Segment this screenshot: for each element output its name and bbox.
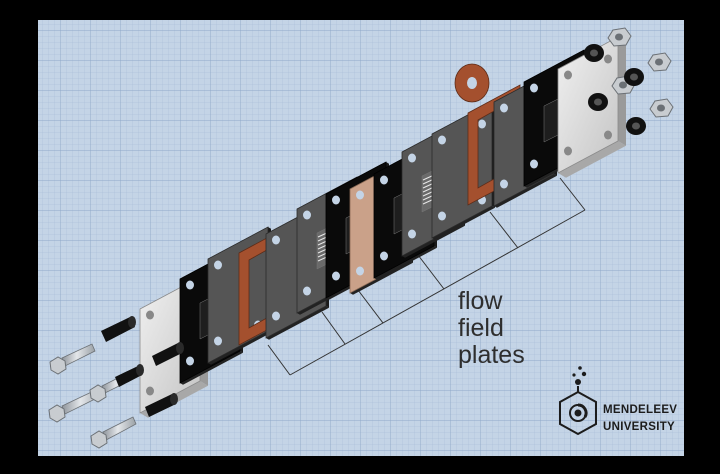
bolt-hole [530,83,538,93]
bolt-hole [356,266,364,276]
bolt-hole [146,386,154,396]
right-hardware [584,27,674,135]
plate-edge [350,261,413,295]
sleeve-icon [152,342,184,366]
plate-edge [266,306,329,340]
bolt-hole [564,70,572,80]
hex-nut-icon [647,52,672,72]
bolt-icon [49,343,96,375]
bolt-hole [604,130,612,140]
hex-nut-icon [607,27,632,47]
sleeve-icon [115,364,144,387]
bolt-hole [303,286,311,296]
bolt-hole [438,211,446,221]
bolt-hole [564,146,572,156]
bolt-hole [500,103,508,113]
plate-edge [558,141,626,178]
bolt-hole [500,179,508,189]
sleeve-icon [101,316,136,342]
bolt-hole [408,153,416,163]
bolt-hole [272,235,280,245]
callout-flow: flow [458,287,503,315]
plate-edge [208,331,271,365]
plate-edge [180,351,243,385]
plate-edge [374,246,437,280]
logo-name-line1: MENDELEEV [603,404,678,416]
sleeve-icon [145,393,178,417]
bolt-hole [186,356,194,366]
university-logo-icon [559,366,597,436]
plate-edge [402,224,465,258]
bolt-hole [380,175,388,185]
bolt-hole [272,311,280,321]
plate-edge [494,174,557,208]
bolt-hole [186,280,194,290]
plate-edge [432,206,495,240]
washer-icon [588,93,608,111]
washer-icon [626,117,646,135]
bolt-icon [90,416,137,449]
bolt-hole [438,135,446,145]
hex-nut-icon [649,98,674,118]
stack-plate [557,36,626,178]
bolt-hole [530,159,538,169]
left-hardware [48,316,184,449]
bolt-hole [214,336,222,346]
callout-field: field [458,314,504,342]
washer-icon [624,68,644,86]
callout-plates: plates [458,341,525,369]
bolt-hole [380,251,388,261]
bolt-hole [332,271,340,281]
flow-field-leader-lines [267,177,586,376]
bolt-hole [214,260,222,270]
bolt-hole [303,210,311,220]
gasket-port [467,77,477,89]
bolt-hole [478,119,486,129]
bolt-hole [356,190,364,200]
bolt-hole [408,229,416,239]
washer-icon [584,44,604,62]
bolt-hole [146,310,154,320]
bolt-hole [604,54,612,64]
bolt-hole [332,195,340,205]
logo-name-line2: UNIVERSITY [603,421,676,433]
plate-stack [139,36,626,418]
